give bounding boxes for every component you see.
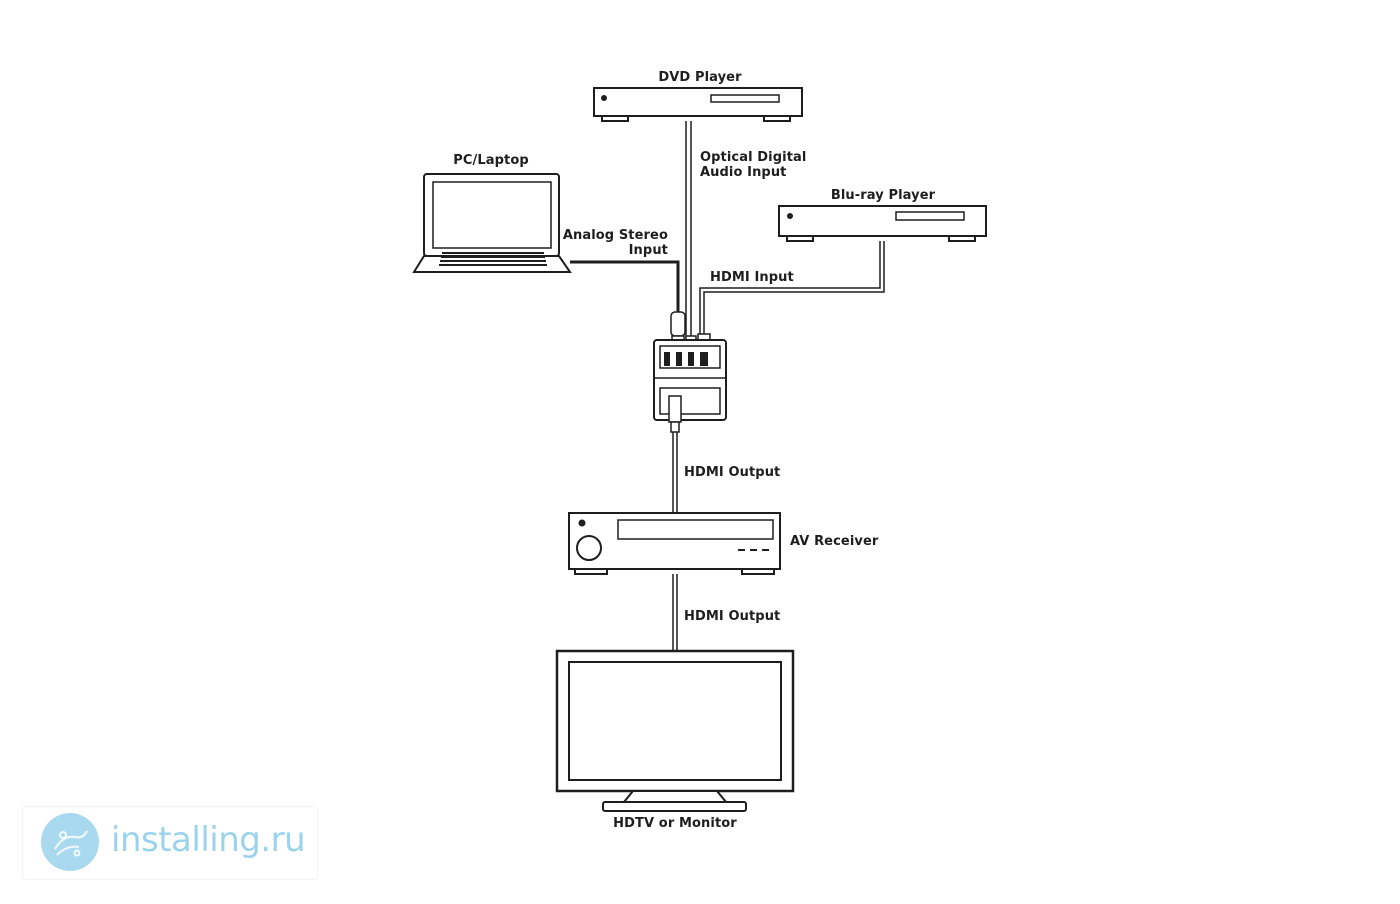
- watermark: installing.ru: [22, 806, 318, 880]
- analog-cable: [570, 260, 680, 314]
- av-receiver-label: AV Receiver: [790, 534, 879, 549]
- hdmi-input-label: HDMI Input: [710, 270, 794, 285]
- hdtv-device: [555, 649, 795, 812]
- optical-label-line1: Optical Digital: [700, 150, 807, 165]
- laptop-device: [412, 173, 572, 273]
- analog-label-line1: Analog Stereo: [562, 228, 668, 243]
- watermark-text: installing.ru: [111, 820, 306, 860]
- laptop-keyboard: [439, 252, 547, 266]
- hdmi-output-label-2: HDMI Output: [684, 609, 781, 624]
- av-receiver-device: [568, 512, 781, 575]
- hdmi-output-plug: [668, 395, 682, 433]
- bluray-player-device: [778, 205, 987, 242]
- hdtv-monitor-label: HDTV or Monitor: [613, 816, 737, 831]
- converter-device: [653, 339, 727, 421]
- optical-label-line2: Audio Input: [700, 165, 787, 180]
- dvd-player-device: [593, 87, 803, 122]
- dvd-player-label: DVD Player: [658, 70, 742, 85]
- bluray-player-label: Blu-ray Player: [830, 188, 936, 203]
- analog-label-line2: Input: [628, 243, 668, 258]
- installing-logo-icon: [41, 813, 99, 871]
- pc-laptop-label: PC/Laptop: [453, 153, 529, 168]
- hdmi-output-label-1: HDMI Output: [684, 465, 781, 480]
